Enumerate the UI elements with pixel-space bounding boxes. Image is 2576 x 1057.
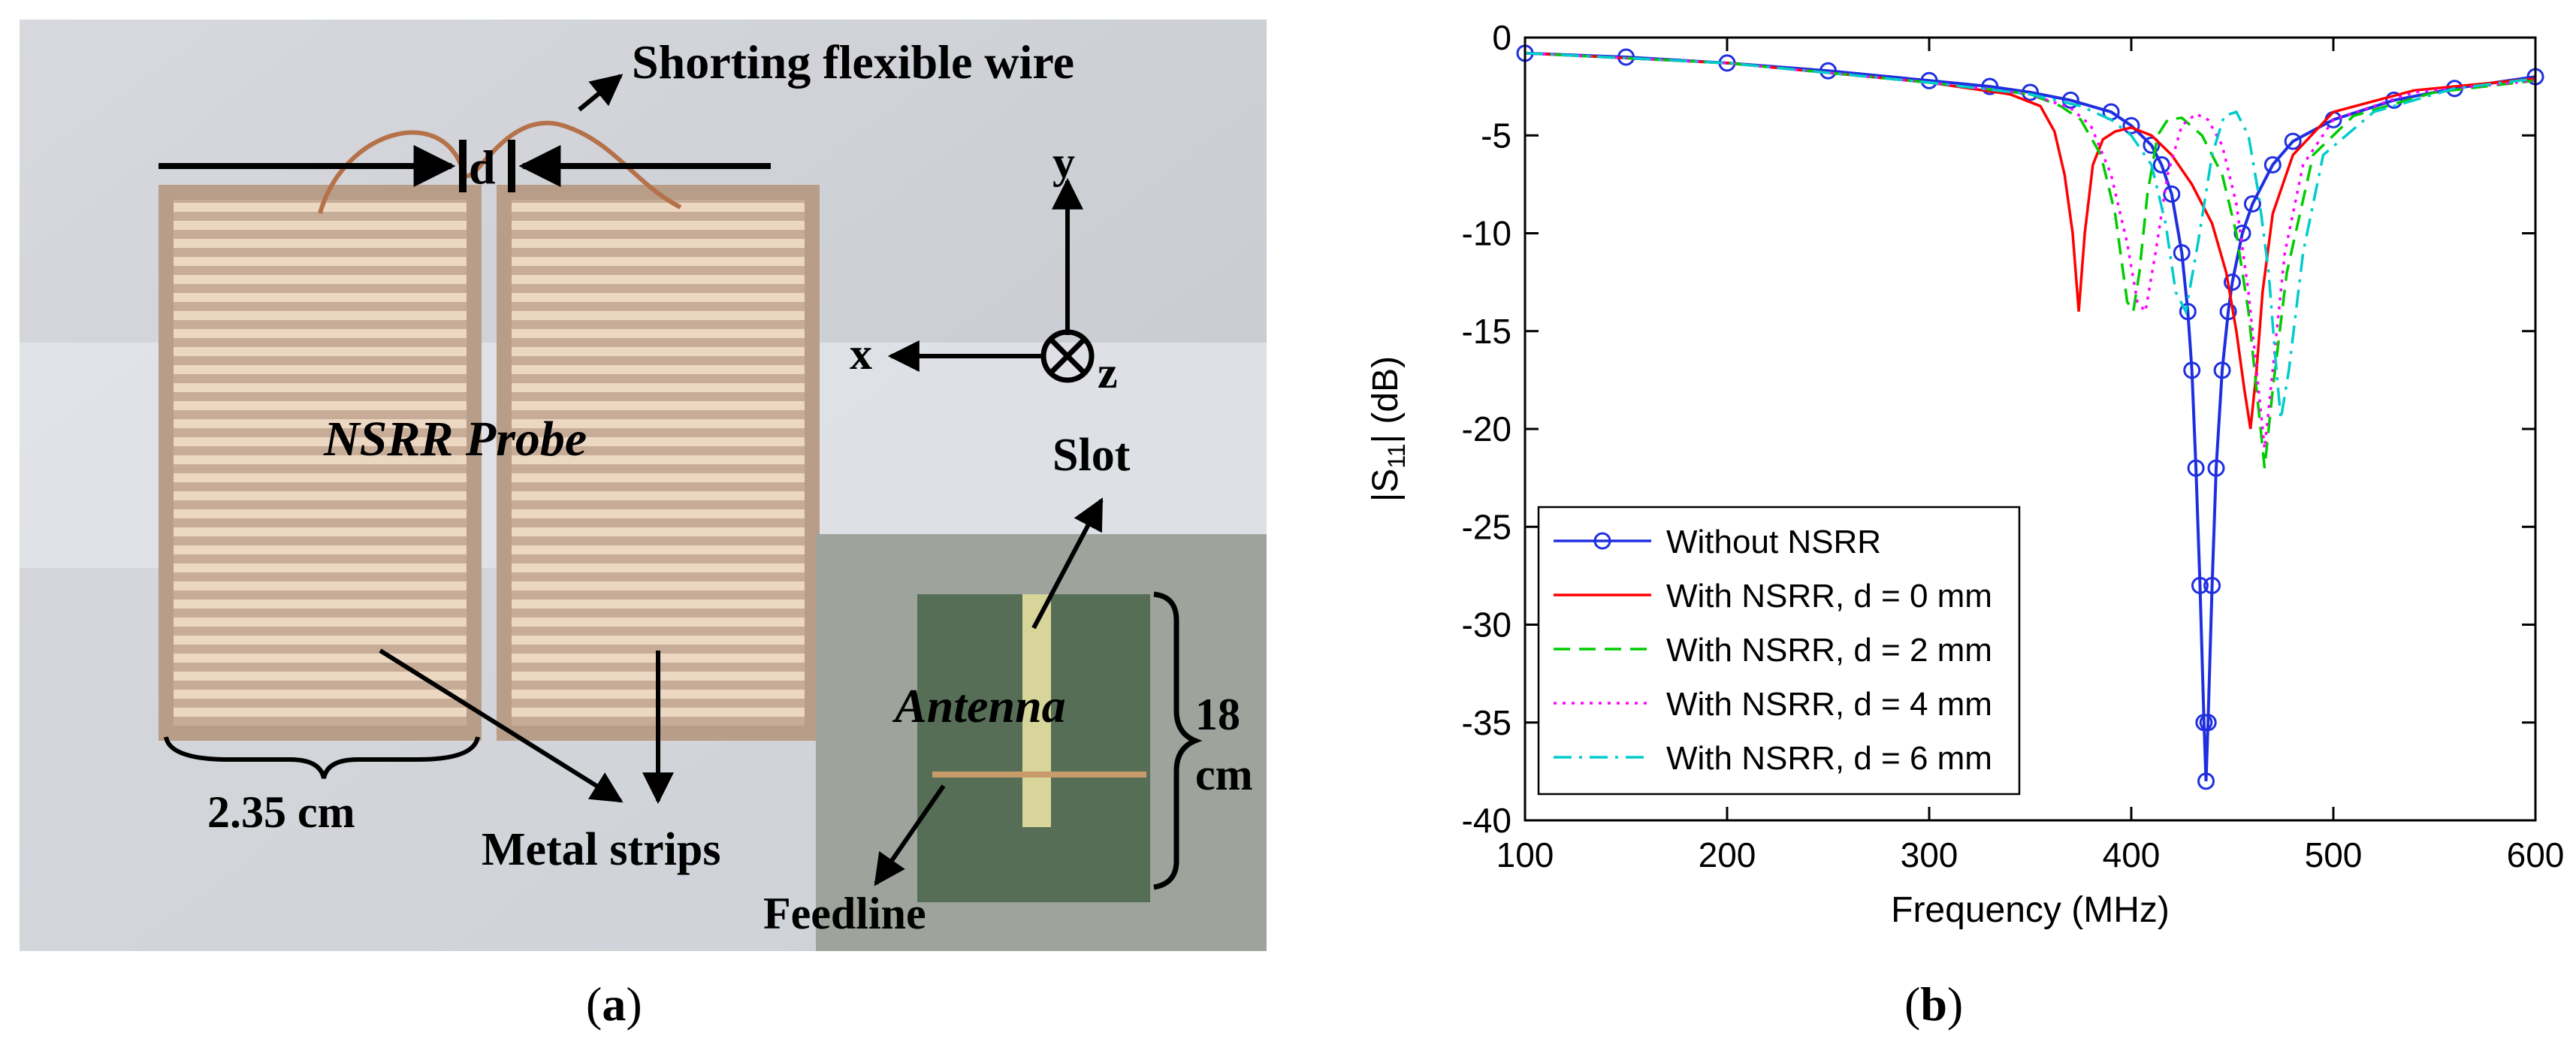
x-tick-label: 300 [1901, 835, 1958, 874]
y-tick-label: -5 [1481, 116, 1511, 155]
series-marker-0 [2207, 459, 2225, 477]
x-axis-label: Frequency (MHz) [1891, 890, 2170, 930]
x-tick-label: 400 [2103, 835, 2161, 874]
y-tick-label: -40 [1462, 801, 1511, 840]
series-marker-0 [2191, 576, 2209, 594]
series-marker-0 [2143, 136, 2161, 154]
antenna-size-label-1: 18 [1195, 690, 1240, 739]
x-tick-label: 200 [1699, 835, 1756, 874]
slot-label: Slot [1052, 430, 1131, 481]
gap-label: d [469, 140, 496, 194]
wire-callout-arrow [578, 74, 624, 112]
wire-label: Shorting flexible wire [632, 35, 1074, 89]
y-label-main: |S [1366, 469, 1406, 502]
x-tick-label: 600 [2507, 835, 2565, 874]
legend-box [1537, 506, 2021, 796]
y-tick-label: -10 [1462, 214, 1511, 253]
width-label: 2.35 cm [207, 787, 355, 837]
caption-b: (b) [1904, 977, 1964, 1031]
width-brace [164, 736, 480, 779]
series-marker-0 [2122, 116, 2140, 134]
series-marker-0 [2187, 459, 2205, 477]
legend-label: With NSRR, d = 4 mm [1666, 686, 1992, 723]
probe-label: NSRR Probe [323, 412, 587, 467]
series-marker-0 [2385, 91, 2403, 109]
x-tick-label: 100 [1496, 835, 1554, 874]
series-line-3 [1524, 52, 2536, 449]
series-marker-0 [2061, 91, 2079, 109]
feedline-arrow [874, 784, 946, 886]
series-line-4 [1524, 52, 2536, 420]
y-label-end: | (dB) [1366, 356, 1406, 443]
series-marker-0 [2263, 156, 2282, 174]
legend-label: With NSRR, d = 0 mm [1666, 578, 1992, 615]
series-marker-0 [2179, 303, 2197, 321]
shorting-wire [318, 120, 682, 214]
series-marker-0 [2183, 361, 2201, 379]
y-label-sub: 11 [1383, 443, 1410, 468]
y-tick-label: -35 [1462, 703, 1511, 742]
y-tick-label: 0 [1492, 18, 1511, 57]
feedline-label: Feedline [763, 889, 926, 938]
legend-label: With NSRR, d = 2 mm [1666, 632, 1992, 669]
y-axis-label: |S11| (dB) [1366, 356, 1410, 502]
axis-z-label: z [1098, 348, 1118, 397]
series-marker-0 [2213, 361, 2231, 379]
slot-arrow [1031, 497, 1104, 630]
series-line-0 [1524, 51, 2536, 781]
series-marker-0 [2224, 273, 2241, 291]
series-marker-0 [2203, 576, 2221, 594]
antenna-label: Antenna [892, 679, 1066, 732]
legend-label: Without NSRR [1666, 524, 1881, 560]
series-line-2 [1524, 52, 2536, 469]
axis-y-label: y [1052, 137, 1075, 187]
antenna-size-label-2: cm [1195, 750, 1253, 799]
series-marker-0 [2219, 303, 2237, 321]
legend-marker [1593, 532, 1611, 550]
x-tick-label: 500 [2305, 835, 2363, 874]
left-strip-board [159, 185, 482, 741]
series-marker-0 [2197, 772, 2215, 790]
strips-arrow-1 [379, 648, 624, 803]
y-tick-label: -25 [1462, 507, 1511, 546]
series-marker-0 [2284, 132, 2302, 150]
coordinate-axes: y x z [850, 137, 1118, 397]
series-marker-0 [2199, 714, 2217, 732]
legend-label: With NSRR, d = 6 mm [1666, 740, 1992, 777]
series-marker-0 [1981, 77, 1999, 95]
right-strip-board [497, 185, 820, 741]
antenna-size-brace [1153, 591, 1203, 890]
caption-a: (a) [586, 977, 642, 1031]
y-tick-label: -30 [1462, 606, 1511, 645]
series-marker-0 [2173, 244, 2191, 262]
axis-x-label: x [850, 329, 872, 379]
s11-chart: 100 200 300 400 500 600 0 -5 -10 -15 -20 -25 -30 -35 -… [1366, 18, 2565, 930]
probe-photo: d Shorting flexible wire NSRR Probe 2.35… [20, 20, 1267, 951]
y-tick-label: -20 [1462, 409, 1511, 448]
strips-label: Metal strips [482, 824, 721, 875]
y-tick-label: -15 [1462, 312, 1511, 351]
series-marker-0 [2243, 195, 2261, 213]
series-line-1 [1524, 52, 2536, 430]
series-marker-0 [2163, 185, 2181, 203]
